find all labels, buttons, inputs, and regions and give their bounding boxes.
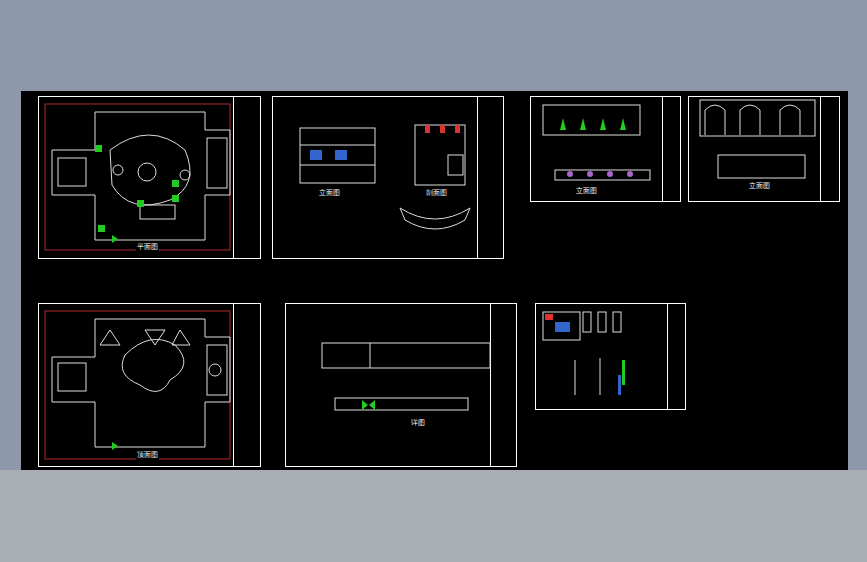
sheet-caption: 详图 xyxy=(410,420,426,428)
sheet-caption: 顶面图 xyxy=(136,452,159,460)
sheet-caption: 立面图 xyxy=(318,190,341,198)
sheet-caption: 平面图 xyxy=(136,244,159,252)
sheet-caption: 剖面图 xyxy=(425,190,448,198)
sheet-caption: 立面图 xyxy=(748,183,771,191)
sheet-caption: 立面图 xyxy=(575,188,598,196)
